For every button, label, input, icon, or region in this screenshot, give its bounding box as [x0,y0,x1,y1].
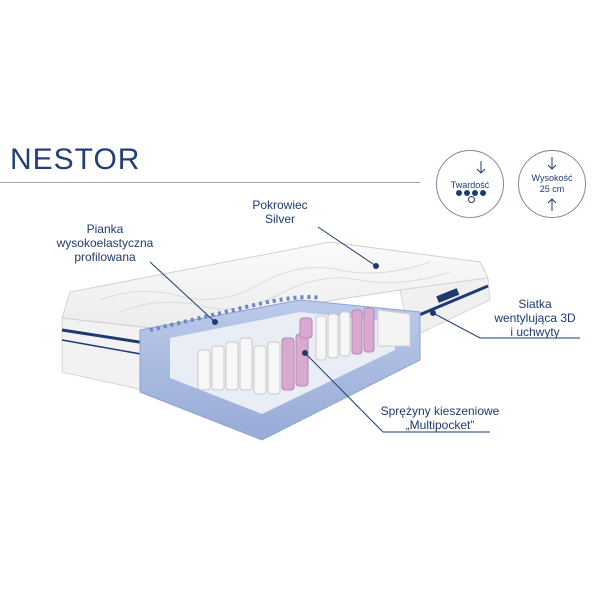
firmness-dots [451,190,491,203]
firmness-dot-filled [472,190,478,196]
product-title: NESTOR [10,143,141,176]
title-divider [0,182,420,183]
firmness-dot-filled [480,190,486,196]
side-stripe-right [411,284,489,320]
handle [436,288,460,303]
firmness-dot-filled [464,190,470,196]
foam-edge-block [377,309,411,347]
firmness-badge: Twardość [436,150,504,218]
height-label: Wysokość [531,173,573,183]
callout-lines [149,226,580,433]
side-stripe-left-1 [61,328,153,346]
height-value: 25 cm [539,184,565,194]
profiled-foam-top [149,295,321,332]
height-badge: Wysokość 25 cm [518,150,586,218]
quilt-pattern-1 [99,261,431,301]
label-springs: Sprężyny kieszeniowe„Multipocket” [380,404,500,432]
firmness-label: Twardość [450,180,490,190]
height-arrows-icon [547,157,557,211]
pocket-springs [197,307,375,395]
side-stripe-left-2 [61,339,153,357]
mattress-side-left [61,317,153,393]
quilt-pattern-2 [119,271,451,313]
arrow-down-icon [476,161,486,174]
firmness-dot-empty [467,196,475,203]
firmness-dot-filled [456,190,462,196]
